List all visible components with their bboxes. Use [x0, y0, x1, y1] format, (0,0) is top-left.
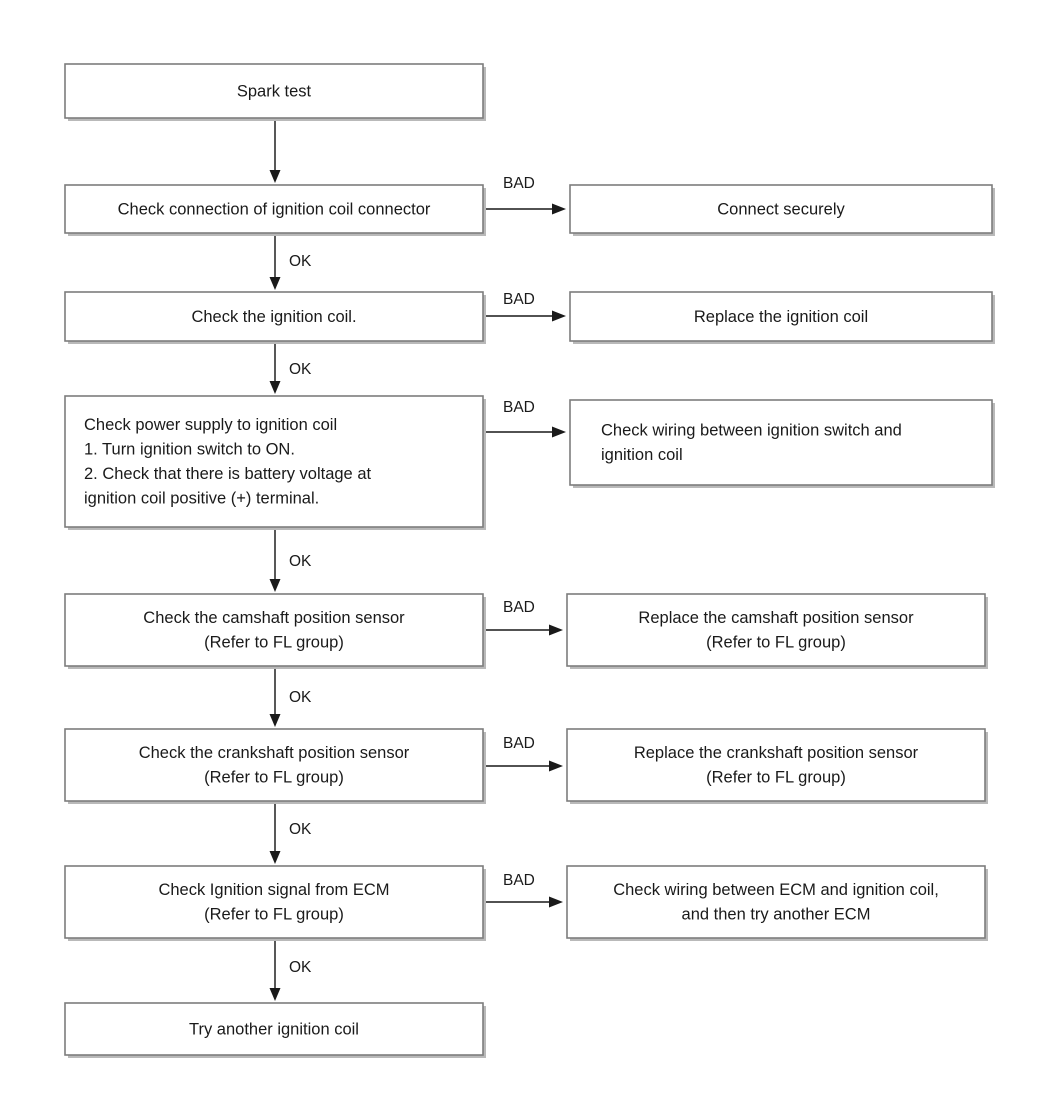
edge-crankshaft-ok: OK: [269, 801, 312, 864]
node-check-ignition-signal-ecm[interactable]: Check Ignition signal from ECM (Refer to …: [64, 865, 486, 941]
edge-ecm-ok: OK: [269, 938, 312, 1001]
node-spark-test[interactable]: Spark test: [64, 63, 486, 121]
arrowhead-icon: [549, 896, 563, 908]
node-text-line: Connect securely: [717, 200, 845, 218]
arrowhead-icon: [269, 277, 281, 290]
arrowhead-icon: [549, 760, 563, 772]
node-border: [64, 184, 484, 234]
edge-crankshaft-bad: BAD: [483, 735, 563, 772]
node-border: [64, 1002, 484, 1056]
edge-label-bad: BAD: [503, 175, 535, 192]
node-border: [64, 593, 484, 667]
node-text-line: Check the crankshaft position sensor: [139, 744, 410, 762]
node-border: [569, 184, 993, 234]
edge-label-bad: BAD: [503, 291, 535, 308]
node-text-line: Check connection of ignition coil connec…: [118, 200, 431, 218]
node-text-line: Check wiring between ECM and ignition co…: [613, 881, 939, 899]
edge-label-ok: OK: [289, 361, 312, 378]
arrowhead-icon: [269, 851, 281, 864]
node-border: [566, 593, 986, 667]
node-text-line: Try another ignition coil: [189, 1020, 359, 1038]
node-text-line: ignition coil: [601, 446, 683, 464]
node-border: [64, 865, 484, 939]
node-text-line: 2. Check that there is battery voltage a…: [84, 465, 371, 483]
node-replace-crankshaft-sensor[interactable]: Replace the crankshaft position sensor (R…: [566, 728, 988, 804]
node-replace-camshaft-sensor[interactable]: Replace the camshaft position sensor (Ref…: [566, 593, 988, 669]
node-try-another-ignition-coil[interactable]: Try another ignition coil: [64, 1002, 486, 1058]
arrowhead-icon: [269, 988, 281, 1001]
edge-power-bad: BAD: [483, 399, 566, 438]
node-border: [569, 291, 993, 342]
edge-label-ok: OK: [289, 553, 312, 570]
arrowhead-icon: [552, 426, 566, 438]
node-check-power-supply[interactable]: Check power supply to ignition coil 1. T…: [64, 395, 486, 530]
arrowhead-icon: [269, 579, 281, 592]
edge-label-bad: BAD: [503, 735, 535, 752]
node-check-connection[interactable]: Check connection of ignition coil connec…: [64, 184, 486, 236]
node-text-line: Replace the camshaft position sensor: [638, 609, 914, 627]
node-text-line: Check wiring between ignition switch and: [601, 422, 902, 440]
edge-connection-bad: BAD: [483, 175, 566, 215]
node-text-line: and then try another ECM: [682, 906, 871, 924]
node-text-line: Check power supply to ignition coil: [84, 416, 337, 434]
edge-connection-ok: OK: [269, 233, 312, 290]
arrowhead-icon: [552, 203, 566, 215]
edge-label-bad: BAD: [503, 599, 535, 616]
node-text-line: (Refer to FL group): [706, 634, 846, 652]
edge-label-ok: OK: [289, 821, 312, 838]
node-text-line: Replace the crankshaft position sensor: [634, 744, 919, 762]
node-border: [566, 865, 986, 939]
node-text-line: 1. Turn ignition switch to ON.: [84, 441, 295, 459]
edge-camshaft-ok: OK: [269, 666, 312, 727]
node-text-line: Replace the ignition coil: [694, 308, 868, 326]
node-border: [64, 291, 484, 342]
arrowhead-icon: [549, 624, 563, 636]
node-border: [566, 728, 986, 802]
node-text-line: Spark test: [237, 82, 312, 100]
arrowhead-icon: [269, 170, 281, 183]
edge-camshaft-bad: BAD: [483, 599, 563, 636]
node-text-line: (Refer to FL group): [204, 906, 344, 924]
node-text-line: Check Ignition signal from ECM: [158, 881, 389, 899]
arrowhead-icon: [269, 714, 281, 727]
edge-label-ok: OK: [289, 959, 312, 976]
edge-label-ok: OK: [289, 689, 312, 706]
node-border: [64, 728, 484, 802]
edge-coil-bad: BAD: [483, 291, 566, 322]
arrowhead-icon: [269, 381, 281, 394]
node-check-crankshaft-sensor[interactable]: Check the crankshaft position sensor (Ref…: [64, 728, 486, 804]
node-check-camshaft-sensor[interactable]: Check the camshaft position sensor (Refer…: [64, 593, 486, 669]
node-border: [569, 399, 993, 486]
node-border: [64, 63, 484, 119]
edge-coil-ok: OK: [269, 341, 312, 394]
arrowhead-icon: [552, 310, 566, 322]
node-replace-ignition-coil[interactable]: Replace the ignition coil: [569, 291, 995, 344]
node-connect-securely[interactable]: Connect securely: [569, 184, 995, 236]
edge-label-bad: BAD: [503, 399, 535, 416]
edge-ecm-bad: BAD: [483, 872, 563, 908]
node-check-ignition-coil[interactable]: Check the ignition coil.: [64, 291, 486, 344]
node-text-line: (Refer to FL group): [204, 634, 344, 652]
node-text-line: Check the ignition coil.: [191, 308, 356, 326]
node-text-line: (Refer to FL group): [706, 769, 846, 787]
node-check-wiring-ignition-switch[interactable]: Check wiring between ignition switch and…: [569, 399, 995, 488]
node-border: [64, 395, 484, 528]
node-check-wiring-ecm[interactable]: Check wiring between ECM and ignition co…: [566, 865, 988, 941]
edge-label-bad: BAD: [503, 872, 535, 889]
edge-label-ok: OK: [289, 253, 312, 270]
edge-spark-to-connection: [269, 118, 281, 183]
node-text-line: (Refer to FL group): [204, 769, 344, 787]
node-text-line: ignition coil positive (+) terminal.: [84, 490, 319, 508]
node-text-line: Check the camshaft position sensor: [143, 609, 405, 627]
edge-power-ok: OK: [269, 527, 312, 592]
